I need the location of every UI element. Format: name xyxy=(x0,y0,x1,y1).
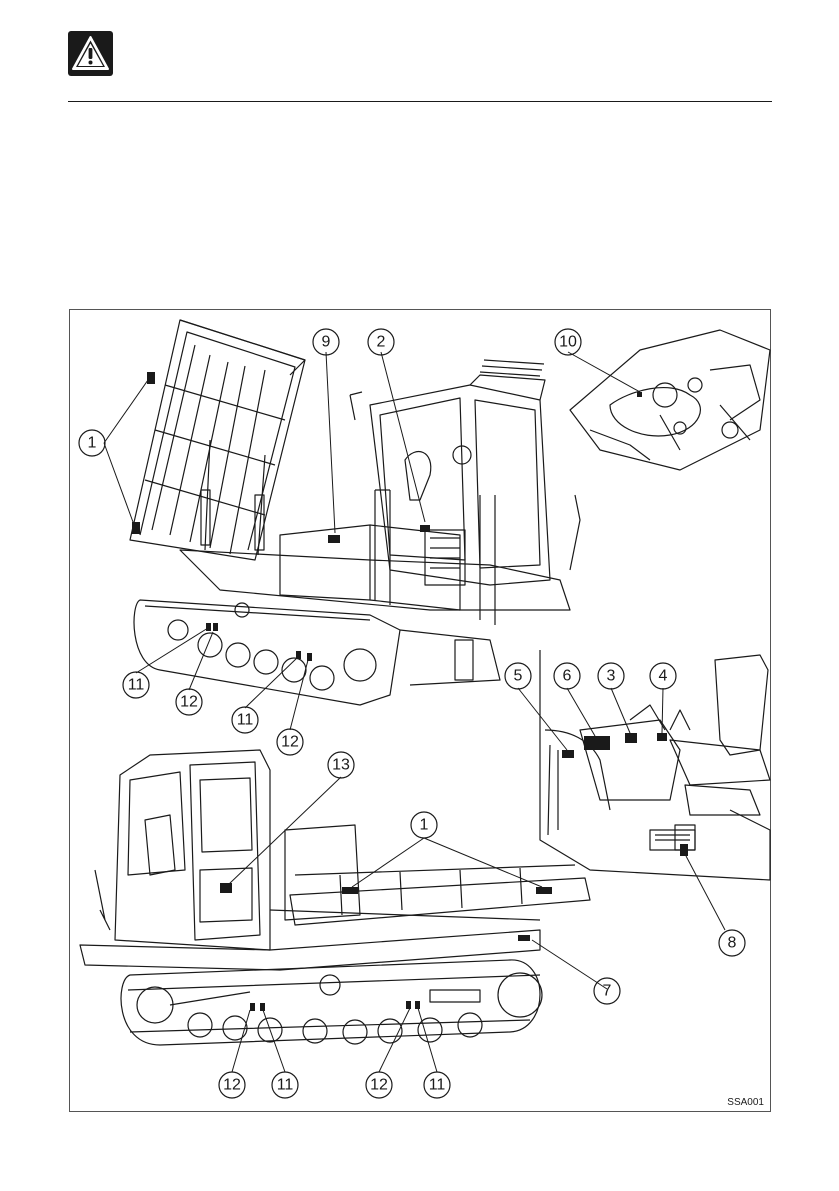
carrier-top-view xyxy=(130,320,580,705)
callout-9: 9 xyxy=(322,334,331,351)
callout-2: 2 xyxy=(377,334,386,351)
carrier-side-view xyxy=(80,750,590,1045)
figure-code: SSA001 xyxy=(727,1097,764,1108)
callout-12-side-b: 12 xyxy=(370,1077,388,1094)
callout-7: 7 xyxy=(603,983,612,1000)
callout-11-side-b: 11 xyxy=(429,1077,446,1094)
warning-badge xyxy=(68,31,113,76)
callout-5: 5 xyxy=(514,668,523,685)
label-decals-top xyxy=(132,372,430,661)
machine-illustration: 1 9 2 10 11 12 11 12 5 6 3 4 13 1 8 7 12… xyxy=(70,310,772,1113)
callout-1: 1 xyxy=(88,435,97,452)
callout-4: 4 xyxy=(659,668,668,685)
callout-10: 10 xyxy=(559,334,577,351)
callout-12-top-a: 12 xyxy=(180,694,198,711)
callout-8: 8 xyxy=(728,935,737,952)
callout-6: 6 xyxy=(563,668,572,685)
operator-seat-view xyxy=(540,650,770,880)
engine-compartment-view xyxy=(570,330,770,470)
label-decals-seat xyxy=(562,733,688,856)
callout-11-top-a: 11 xyxy=(128,677,145,694)
safety-label-figure: 1 9 2 10 11 12 11 12 5 6 3 4 13 1 8 7 12… xyxy=(69,309,771,1112)
callout-circles xyxy=(79,329,745,1098)
header-rule xyxy=(68,101,772,102)
callout-12-side-a: 12 xyxy=(223,1077,241,1094)
callout-11-side-a: 11 xyxy=(277,1077,294,1094)
callout-13: 13 xyxy=(332,757,350,774)
callout-11-top-b: 11 xyxy=(237,712,254,729)
warning-triangle-icon xyxy=(68,31,113,76)
callout-3: 3 xyxy=(607,668,616,685)
callout-12-top-b: 12 xyxy=(281,734,299,751)
callout-1-side: 1 xyxy=(420,817,429,834)
